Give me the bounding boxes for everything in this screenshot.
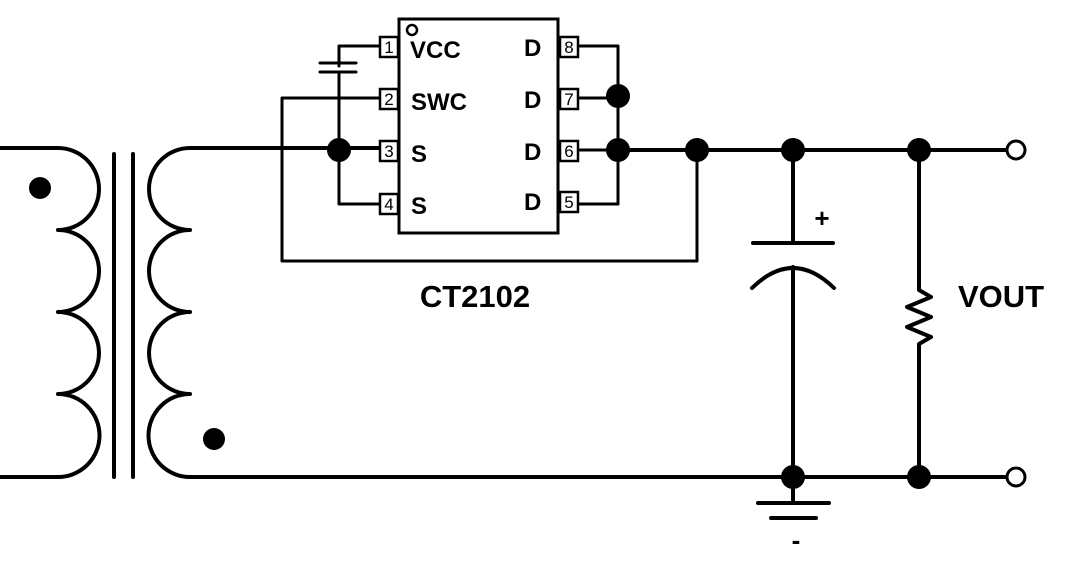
output-terminal-negative xyxy=(1005,466,1027,488)
junction-dots xyxy=(327,84,931,489)
transformer xyxy=(0,146,225,479)
junction-drain-pin7 xyxy=(606,84,630,108)
ic-name-label: CT2102 xyxy=(420,279,530,314)
wire-vcc-to-pin1 xyxy=(337,44,383,68)
wire-drain-pins xyxy=(578,44,620,206)
pin-number: 1 xyxy=(384,38,393,57)
ic-pin-7: 7 xyxy=(558,87,580,111)
pin-label-d6: D xyxy=(524,139,541,166)
ic-pin-4: 4 xyxy=(378,192,400,216)
pin-number: 3 xyxy=(384,142,393,161)
capacitor-positive-sign: + xyxy=(814,203,829,233)
pin-number: 7 xyxy=(564,90,573,109)
primary-polarity-dot xyxy=(29,177,51,199)
junction-source xyxy=(327,138,351,162)
pin-label-s4: S xyxy=(411,193,427,220)
ic-pin-3: 3 xyxy=(378,139,400,163)
pin-label-s3: S xyxy=(411,141,427,168)
ic-body xyxy=(397,17,560,235)
resistor-zigzag xyxy=(905,148,933,479)
vout-label: VOUT xyxy=(958,279,1044,314)
ic-pin-1: 1 xyxy=(378,35,400,59)
junction-swc-return xyxy=(685,138,709,162)
junction-drain-pin6 xyxy=(606,138,630,162)
pin-number: 8 xyxy=(564,38,573,57)
pin-number: 6 xyxy=(564,142,573,161)
pin-label-vcc: VCC xyxy=(410,37,461,64)
wire-swc-loop xyxy=(280,96,699,263)
junction-resistor-bottom xyxy=(907,465,931,489)
pin-number: 5 xyxy=(564,193,573,212)
pin-label-swc: SWC xyxy=(411,89,467,116)
load-resistor xyxy=(905,148,933,479)
wires xyxy=(188,44,1016,479)
primary-winding xyxy=(0,146,102,479)
output-capacitor: + xyxy=(750,148,836,479)
secondary-winding xyxy=(146,146,192,479)
ic-pin-2: 2 xyxy=(378,87,400,111)
junction-capacitor-bottom xyxy=(781,465,805,489)
pin-label-d8: D xyxy=(524,35,541,62)
pin-number: 2 xyxy=(384,90,393,109)
pin-number: 4 xyxy=(384,195,393,214)
ic-pin-8: 8 xyxy=(558,35,580,59)
ic-pin-6: 6 xyxy=(558,139,580,163)
output-terminals xyxy=(1005,139,1027,488)
wire-source-to-pin4 xyxy=(337,146,383,206)
pin-label-d5: D xyxy=(524,189,541,216)
junction-resistor-top xyxy=(907,138,931,162)
vcc-capacitor xyxy=(318,61,358,74)
ic-chip: 1 2 3 4 8 7 6 5 VC xyxy=(378,17,580,235)
ic-pin1-marker xyxy=(405,23,419,37)
pin-label-d7: D xyxy=(524,87,541,114)
ground-negative-sign: - xyxy=(792,525,801,555)
output-terminal-positive xyxy=(1005,139,1027,161)
junction-capacitor-top xyxy=(781,138,805,162)
secondary-polarity-dot xyxy=(203,428,225,450)
ic-pin-5: 5 xyxy=(558,190,580,214)
